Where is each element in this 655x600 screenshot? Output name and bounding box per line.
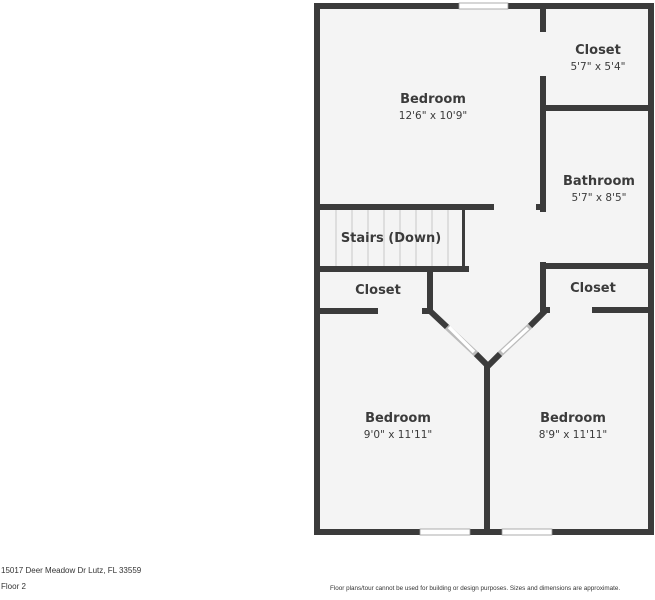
room-dims: 8'9" x 11'11" xyxy=(539,429,607,441)
wall xyxy=(546,263,648,269)
room-name: Bedroom xyxy=(400,92,466,107)
wall-right xyxy=(648,3,654,535)
window-bottom-left xyxy=(419,528,471,536)
wall xyxy=(546,307,550,313)
floor-label: Floor 2 xyxy=(1,582,26,591)
wall xyxy=(427,270,433,312)
room-name: Closet xyxy=(575,43,621,58)
wall xyxy=(546,105,648,111)
wall xyxy=(540,3,546,32)
wall xyxy=(320,204,494,210)
room-name: Bedroom xyxy=(365,411,431,426)
room-name: Bathroom xyxy=(563,174,635,189)
room-name: Bedroom xyxy=(540,411,606,426)
room-dims: 5'7" x 8'5" xyxy=(571,192,626,204)
room-dims: 12'6" x 10'9" xyxy=(399,110,467,122)
wall xyxy=(592,307,648,313)
wall xyxy=(540,262,546,312)
room-dims: 9'0" x 11'11" xyxy=(364,429,432,441)
wall xyxy=(462,210,465,268)
room-name: Stairs (Down) xyxy=(341,231,441,246)
wall xyxy=(540,76,546,212)
stairs xyxy=(335,210,449,266)
room-name: Closet xyxy=(355,283,401,298)
disclaimer: Floor plans/tour cannot be used for buil… xyxy=(330,585,621,592)
room-name: Closet xyxy=(570,281,616,296)
wall xyxy=(527,308,548,329)
wall xyxy=(314,266,469,272)
address: 15017 Deer Meadow Dr Lutz, FL 33559 xyxy=(1,566,142,575)
window-top xyxy=(458,2,509,10)
window-bottom-right xyxy=(501,528,553,536)
wall xyxy=(314,308,378,314)
wall xyxy=(427,308,450,330)
wall xyxy=(484,363,490,533)
wall xyxy=(422,308,432,314)
room-dims: 5'7" x 5'4" xyxy=(570,61,625,73)
wall xyxy=(536,204,542,210)
